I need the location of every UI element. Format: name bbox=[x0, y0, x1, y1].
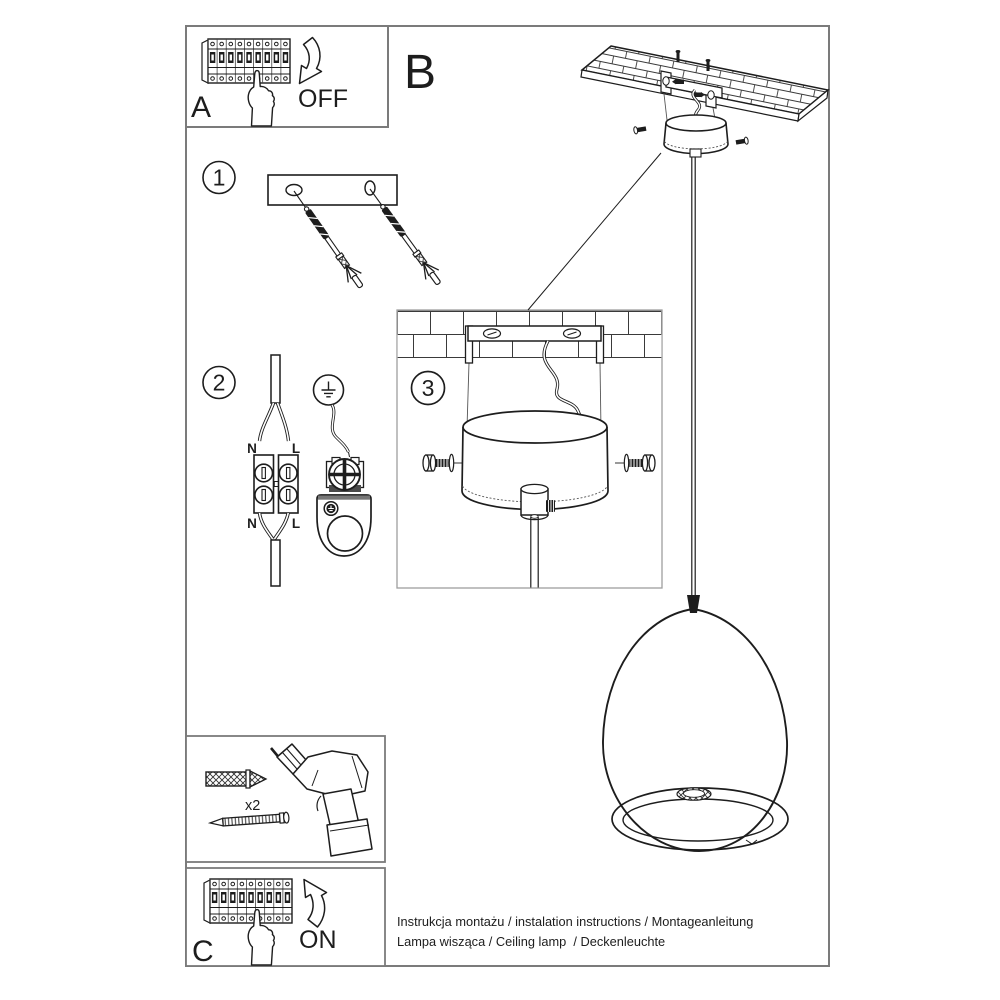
cable-top bbox=[270, 354, 281, 404]
label-live-top: L bbox=[292, 441, 300, 456]
split-wires-top bbox=[257, 402, 291, 442]
label-live-bottom: L bbox=[292, 516, 300, 531]
quantity-label: x2 bbox=[245, 798, 260, 814]
box-a-label: A bbox=[191, 91, 211, 124]
split-wires-bottom bbox=[257, 512, 290, 540]
panel-bolts bbox=[675, 50, 711, 71]
footer-title-line2: Lampa wisząca / Ceiling lamp / Deckenleu… bbox=[397, 934, 665, 949]
step3-number: 3 bbox=[422, 375, 435, 401]
box-tools: x2 bbox=[185, 735, 386, 863]
lamp-shade bbox=[602, 595, 789, 852]
label-neutral-bottom: N bbox=[247, 516, 257, 531]
box-c-label: C bbox=[192, 935, 214, 968]
cable-bottom bbox=[270, 539, 281, 587]
footer-title-line1: Instrukcja montażu / instalation instruc… bbox=[397, 914, 753, 929]
circuit-breaker-panel-a bbox=[202, 39, 290, 83]
box-breaker-off: A OFF bbox=[185, 25, 389, 128]
wall-plug bbox=[205, 769, 268, 789]
step1-number: 1 bbox=[213, 165, 226, 191]
step3-number-circle bbox=[410, 370, 446, 406]
mounting-screw bbox=[207, 811, 290, 827]
step1-number-circle bbox=[202, 160, 236, 195]
main-canopy bbox=[633, 114, 749, 158]
terminal-block bbox=[253, 454, 299, 514]
arrow-down-icon bbox=[298, 36, 323, 85]
detail-pointer-line bbox=[527, 152, 662, 311]
off-label: OFF bbox=[298, 85, 348, 113]
step2-number: 2 bbox=[213, 370, 226, 396]
box-breaker-on: C ON bbox=[185, 867, 386, 968]
bracket-hole-left bbox=[285, 183, 303, 197]
suspension-cord bbox=[691, 157, 696, 597]
pendant-lamp-assembly bbox=[527, 45, 830, 852]
box-b-label: B bbox=[404, 46, 436, 99]
step3-detail-box: 3 bbox=[396, 309, 663, 589]
circuit-breaker-panel-c bbox=[204, 879, 292, 923]
ground-wire bbox=[330, 404, 350, 458]
arrow-up-icon bbox=[303, 878, 328, 928]
earth-ground-symbol-icon bbox=[312, 374, 345, 406]
bracket-hole-right bbox=[364, 180, 376, 196]
canopy bbox=[461, 410, 609, 511]
label-neutral-top: N bbox=[247, 441, 257, 456]
cordless-drill bbox=[270, 743, 373, 857]
step2-number-circle bbox=[202, 365, 236, 400]
step2-wiring: 2 N L N L bbox=[202, 354, 372, 587]
shade-cord-grip bbox=[687, 595, 700, 613]
on-label: ON bbox=[299, 926, 337, 954]
ceiling-bracket bbox=[464, 325, 605, 364]
ground-clamp bbox=[316, 456, 372, 557]
step1-bracket-anchors: 1 bbox=[202, 160, 446, 293]
cord-grip bbox=[520, 483, 555, 588]
ceiling-panel bbox=[580, 45, 830, 123]
hanger-bracket bbox=[660, 70, 723, 109]
